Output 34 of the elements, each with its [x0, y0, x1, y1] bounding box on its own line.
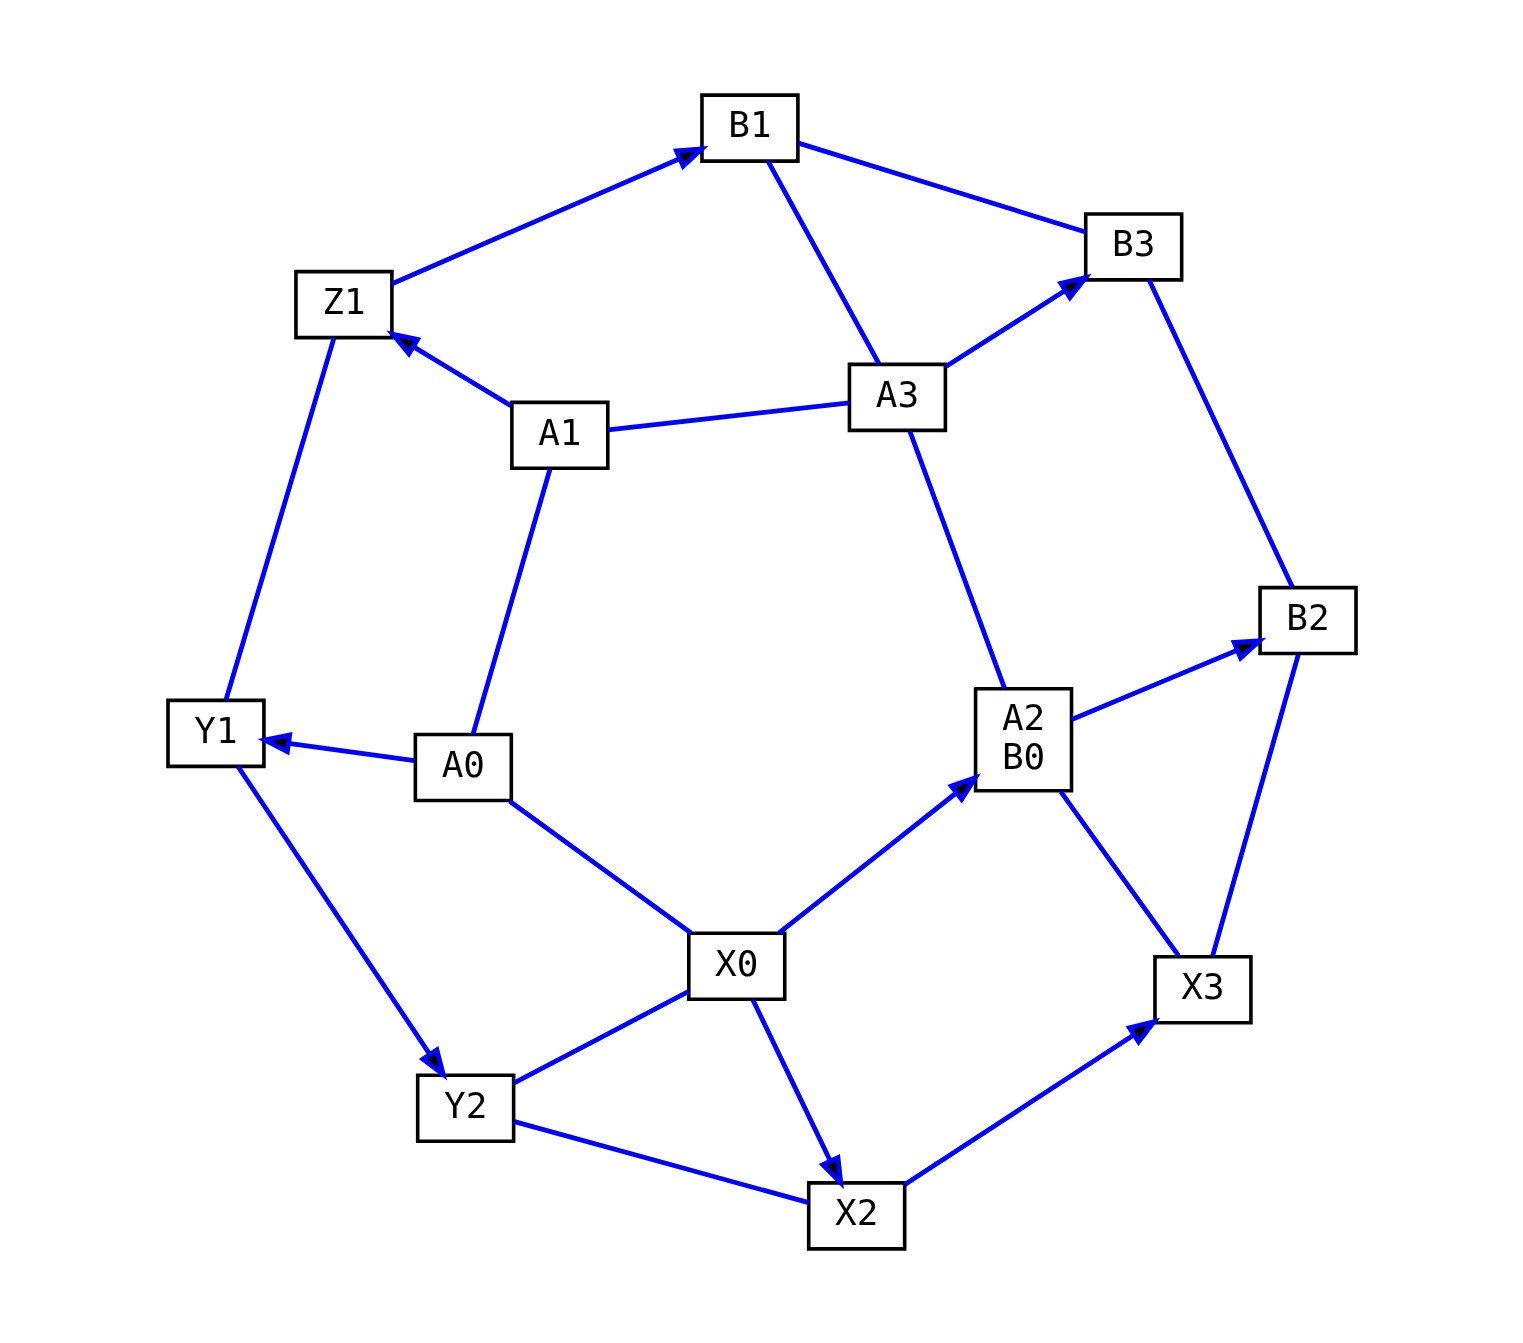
arrow [1070, 637, 1266, 722]
node-box: B3 [1083, 211, 1183, 282]
node-box: X3 [1152, 954, 1253, 1025]
node-box: A0 [413, 732, 513, 802]
node-box: Y1 [165, 698, 266, 768]
arrow [235, 764, 447, 1081]
arrow [390, 145, 708, 286]
arrow [257, 731, 415, 763]
connector [765, 159, 881, 365]
connector [1058, 789, 1180, 957]
node-box: A2 B0 [973, 686, 1073, 793]
arrow [386, 329, 512, 408]
connector [513, 1118, 809, 1205]
connector [1209, 653, 1301, 956]
node-box: B2 [1257, 585, 1358, 655]
connector [470, 468, 552, 735]
node-box: A1 [509, 400, 610, 470]
connector [907, 430, 1007, 689]
connector [1146, 278, 1295, 588]
node-box: Y2 [415, 1072, 515, 1143]
arrow [777, 772, 981, 935]
arrow [944, 273, 1092, 368]
connector [512, 988, 690, 1085]
node-box: Z1 [293, 269, 394, 339]
connector [223, 336, 336, 700]
connector [507, 798, 692, 935]
node-box: B1 [699, 92, 800, 163]
arrow [903, 1017, 1160, 1186]
node-box: X2 [806, 1180, 906, 1251]
connector [797, 140, 1086, 234]
node-box: A3 [847, 362, 947, 432]
connector [607, 399, 849, 432]
arrow [750, 998, 844, 1189]
node-box: X0 [686, 931, 787, 1001]
